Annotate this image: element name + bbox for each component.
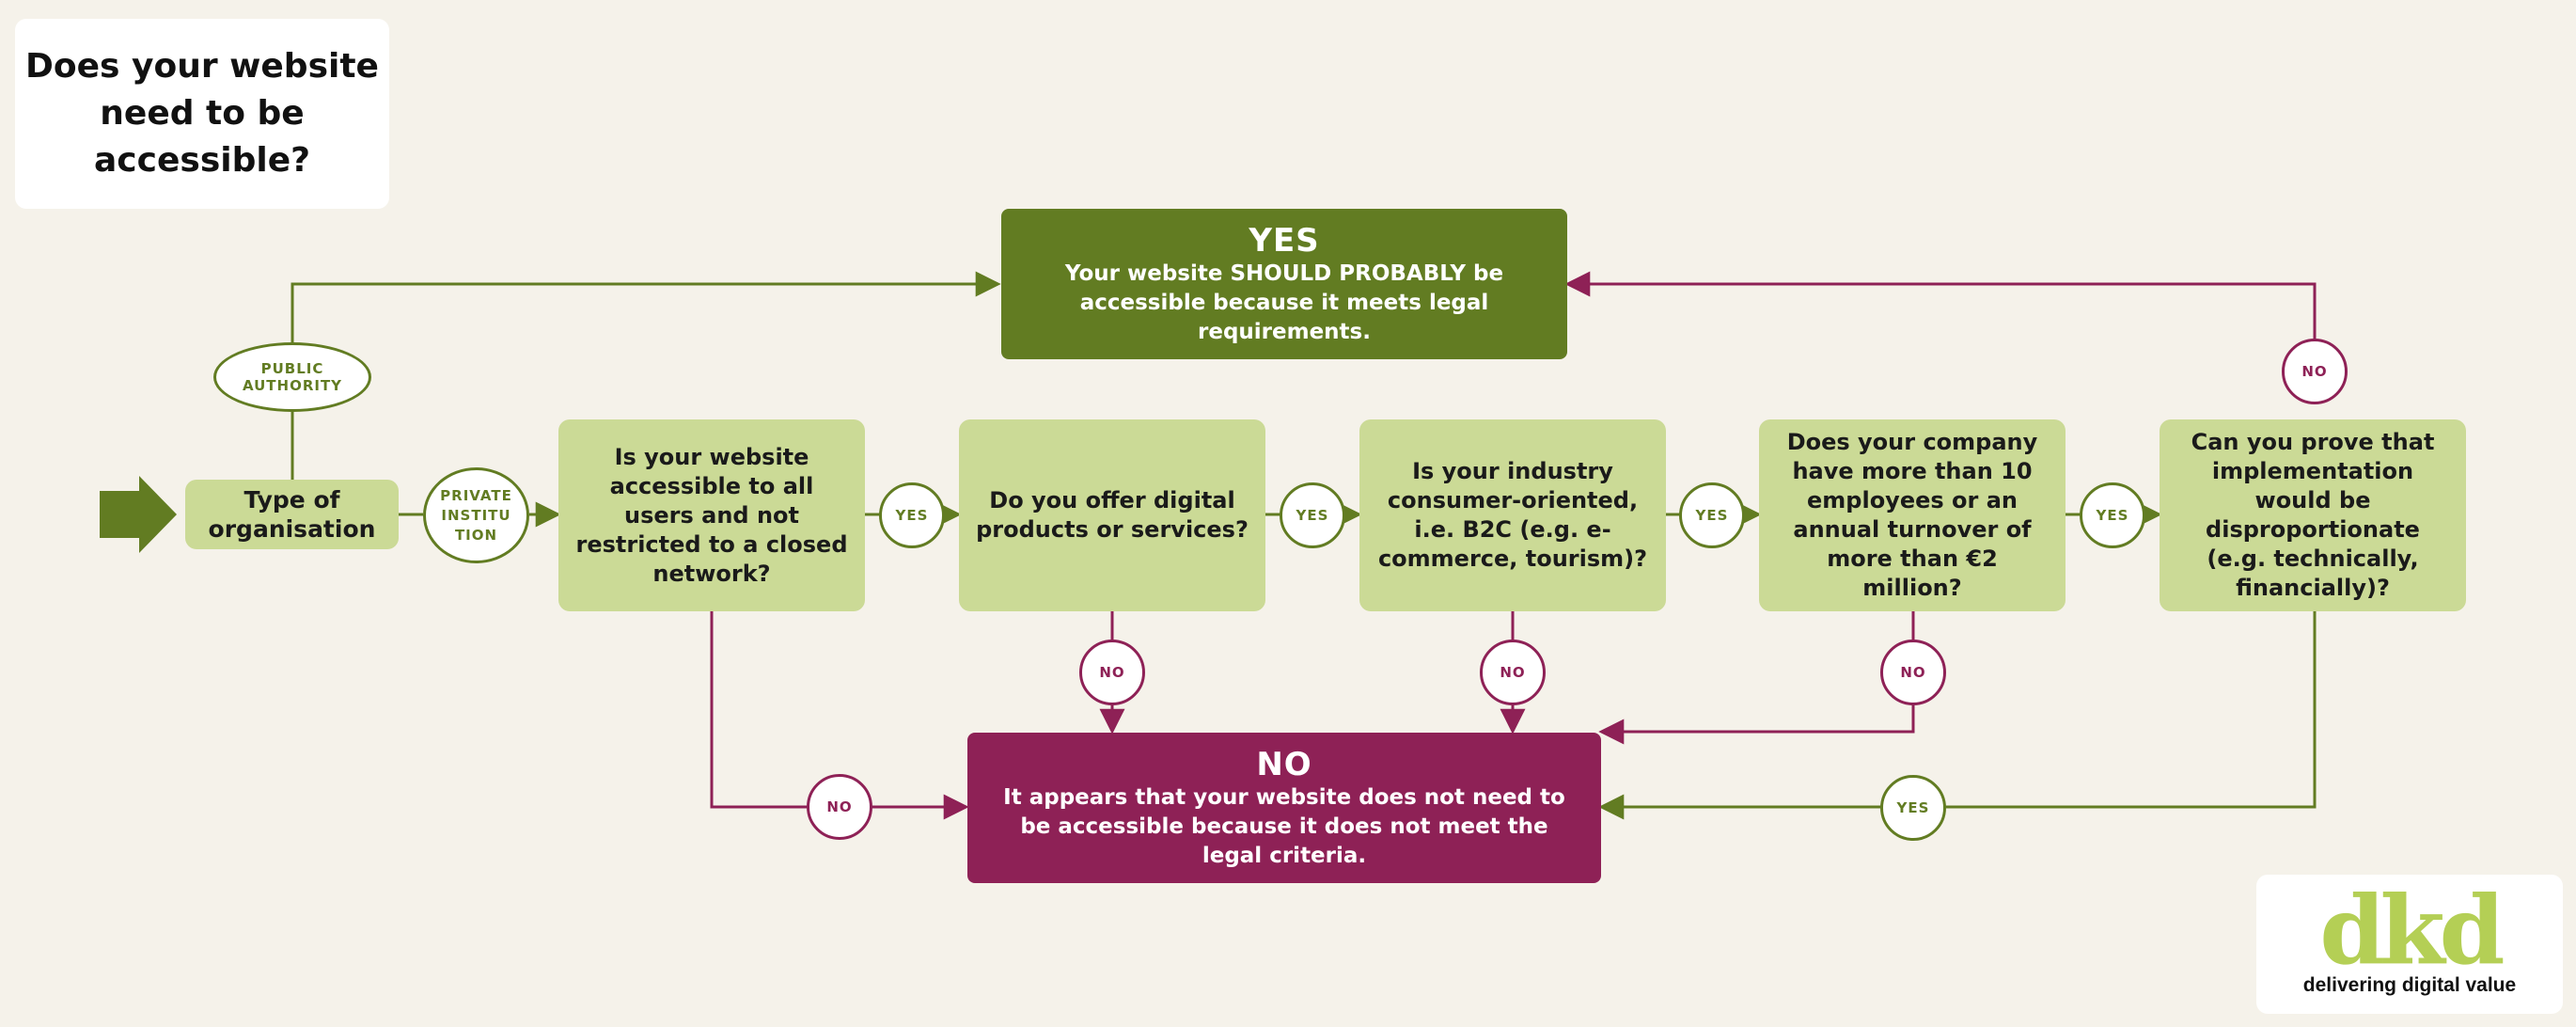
logo-tagline: delivering digital value <box>2302 974 2517 996</box>
start-arrow-icon <box>100 476 177 553</box>
branch-public-authority: PUBLIC AUTHORITY <box>213 342 371 412</box>
page-title: Does your website need to be accessible? <box>15 19 389 209</box>
result-yes-title: YES <box>1249 221 1320 260</box>
connector-q1-no-to-no <box>710 609 969 820</box>
question-5-box: Can you prove that implementation would … <box>2160 419 2466 611</box>
question-4-box: Does your company have more than 10 empl… <box>1759 419 2066 611</box>
branch-private-institution: PRIVATE INSTITU TION <box>423 467 529 563</box>
yes-label-q5: YES <box>1880 775 1946 841</box>
yes-label-q2: YES <box>1280 482 1345 548</box>
question-2-box: Do you offer digital products or service… <box>959 419 1265 611</box>
result-no-box: NO It appears that your website does not… <box>967 733 1601 883</box>
start-type-of-organisation: Type of organisation <box>185 480 399 549</box>
connector-q4-no-to-no <box>1598 609 1915 745</box>
logo-mark: dkd <box>2319 875 2505 986</box>
result-no-title: NO <box>1256 745 1312 783</box>
yes-label-q1: YES <box>879 482 945 548</box>
result-yes-text: Your website SHOULD PROBABLY be accessib… <box>1064 261 1504 344</box>
connector-q5-no-to-yes <box>1564 271 2317 371</box>
result-yes-box: YES Your website SHOULD PROBABLY be acce… <box>1001 209 1567 359</box>
yes-label-q3: YES <box>1679 482 1745 548</box>
dkd-logo: dkd delivering digital value <box>2256 875 2563 1014</box>
connector-public-to-yes <box>291 271 1001 482</box>
question-3-box: Is your industry consumer-oriented, i.e.… <box>1359 419 1666 611</box>
no-label-q3: NO <box>1480 640 1546 705</box>
no-label-q4: NO <box>1880 640 1946 705</box>
connector-q5-yes-to-no <box>1598 609 2317 820</box>
no-label-q1: NO <box>807 774 872 840</box>
yes-label-q4: YES <box>2080 482 2145 548</box>
no-label-q2: NO <box>1079 640 1145 705</box>
result-no-text: It appears that your website does not ne… <box>1003 784 1565 868</box>
no-label-q5: NO <box>2282 339 2348 404</box>
question-1-box: Is your website accessible to all users … <box>558 419 865 611</box>
